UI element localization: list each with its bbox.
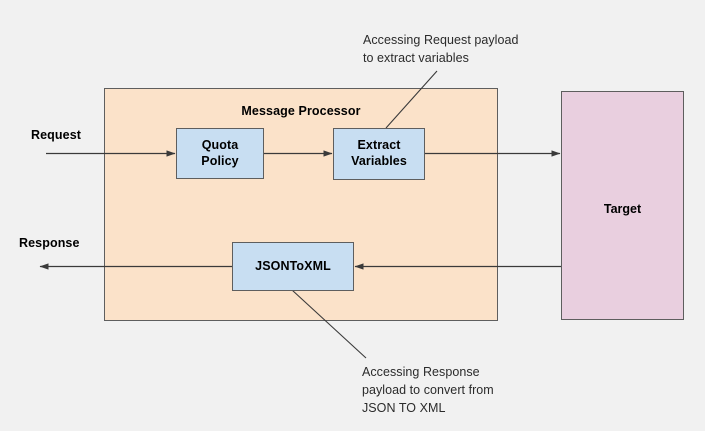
node-extract-variables[interactable]: Extract Variables	[333, 128, 425, 180]
leader-line-response-annotation	[291, 289, 367, 359]
annotation-request-payload: Accessing Request payload to extract var…	[363, 33, 519, 65]
node-json-to-xml-label: JSONToXML	[255, 258, 331, 273]
message-processor-title: Message Processor	[241, 104, 361, 118]
annotation-response-payload: Accessing Response payload to convert fr…	[362, 365, 494, 415]
node-quota-policy[interactable]: Quota Policy	[176, 128, 264, 179]
node-json-to-xml[interactable]: JSONToXML	[232, 242, 354, 291]
node-extract-variables-label: Extract Variables	[351, 138, 407, 168]
node-quota-policy-label: Quota Policy	[201, 137, 239, 168]
target-container	[561, 91, 684, 320]
request-label: Request	[31, 128, 82, 142]
target-label: Target	[603, 202, 642, 216]
leader-line-request-annotation	[385, 70, 438, 129]
response-label: Response	[19, 236, 80, 250]
